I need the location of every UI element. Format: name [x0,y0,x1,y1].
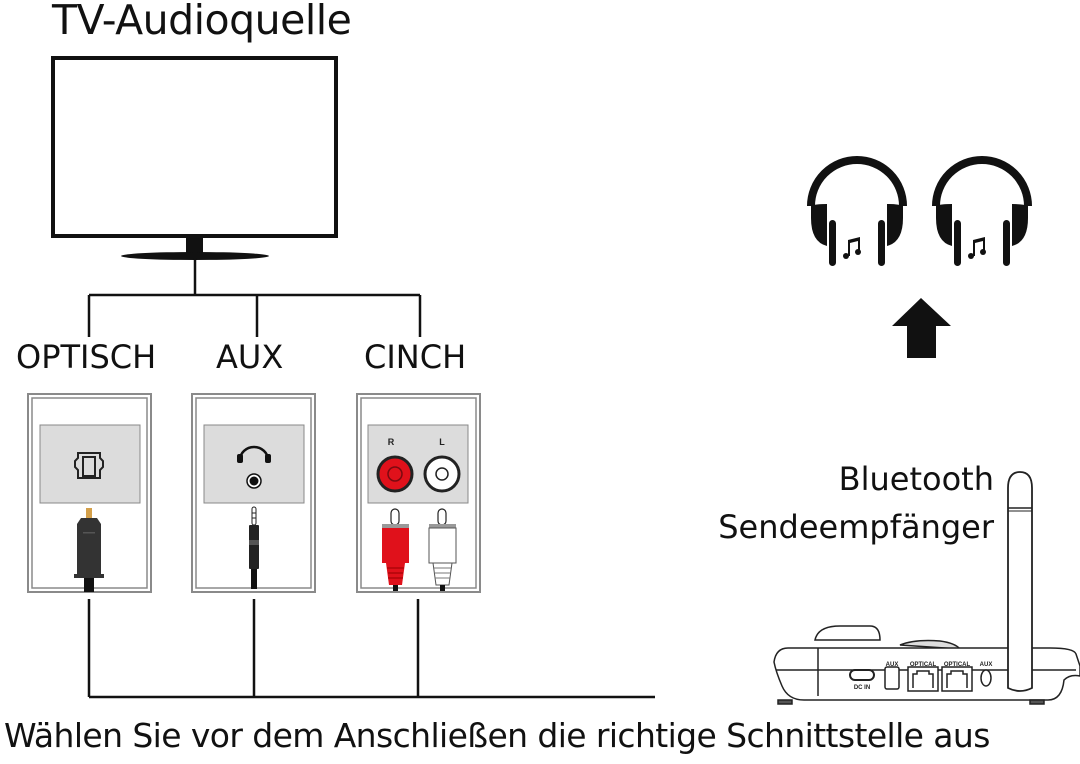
device-label-line1: Bluetooth [838,460,994,498]
svg-text:OPTICAL: OPTICAL [944,662,971,668]
antenna [1007,471,1033,692]
svg-text:OPTICAL: OPTICAL [910,662,937,668]
port-label-optisch: OPTISCH [16,338,157,376]
headphones-music-icon [932,156,1032,266]
diagram-title: TV-Audioquelle [52,0,352,44]
port-label-aux: AUX [216,338,284,376]
headphone-jack-icon [237,445,271,489]
headphones-music-icon [807,156,907,266]
svg-text:AUX: AUX [980,662,993,668]
port-panel-optisch [27,393,152,593]
rca-sockets-icon: R L [376,437,461,493]
optical-toslink-icon [74,452,104,479]
tv-connection-lines [87,258,422,337]
device-port-labels: DC IN AUX OPTICAL OPTICAL AUX [854,662,993,691]
toslink-plug [74,508,104,592]
bluetooth-transceiver-device [773,625,1080,705]
svg-text:AUX: AUX [886,662,899,668]
port-panel-cinch: R L [356,393,481,593]
port-label-cinch: CINCH [364,338,467,376]
svg-text:R: R [388,437,395,447]
tv-icon [51,56,338,260]
port-panel-aux [191,393,316,593]
arrow-up-icon [892,298,951,358]
svg-text:L: L [439,437,445,447]
3.5mm-jack-plug [249,506,259,589]
device-connection-lines [87,599,655,699]
device-label-line2: Sendeempfänger [718,508,994,546]
rca-plugs [382,508,457,591]
svg-text:DC IN: DC IN [854,685,870,691]
footer-instruction: Wählen Sie vor dem Anschließen die richt… [4,716,990,755]
